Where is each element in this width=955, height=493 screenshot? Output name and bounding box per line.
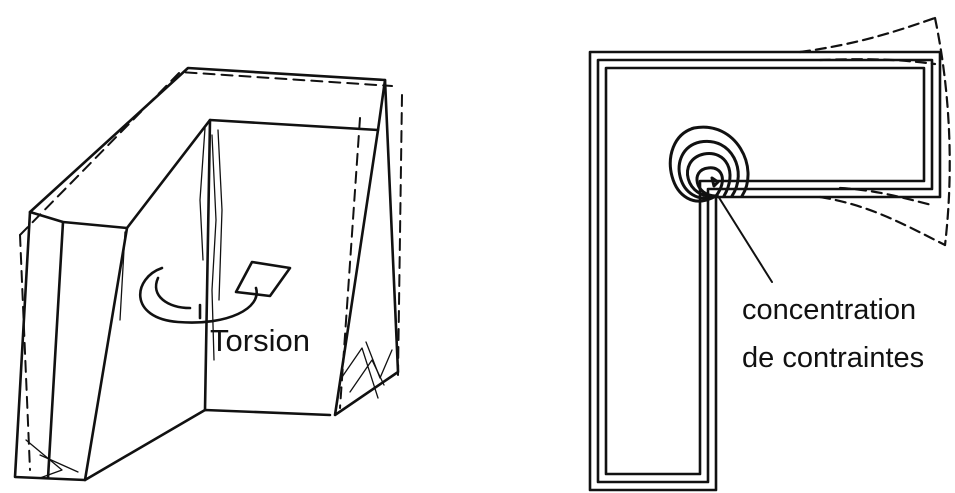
stress-concentration-label: concentration de contraintes: [742, 286, 924, 382]
torsion-arrow-icon: [140, 262, 290, 323]
torsion-label: Torsion: [210, 323, 310, 359]
deformed-outline: [15, 68, 398, 480]
leader-line: [718, 196, 772, 282]
l-frame: [590, 18, 950, 490]
stress-concentration-label-line2: de contraintes: [742, 334, 924, 382]
stress-concentration-label-line1: concentration: [742, 286, 924, 334]
torsion-block: [15, 68, 402, 480]
